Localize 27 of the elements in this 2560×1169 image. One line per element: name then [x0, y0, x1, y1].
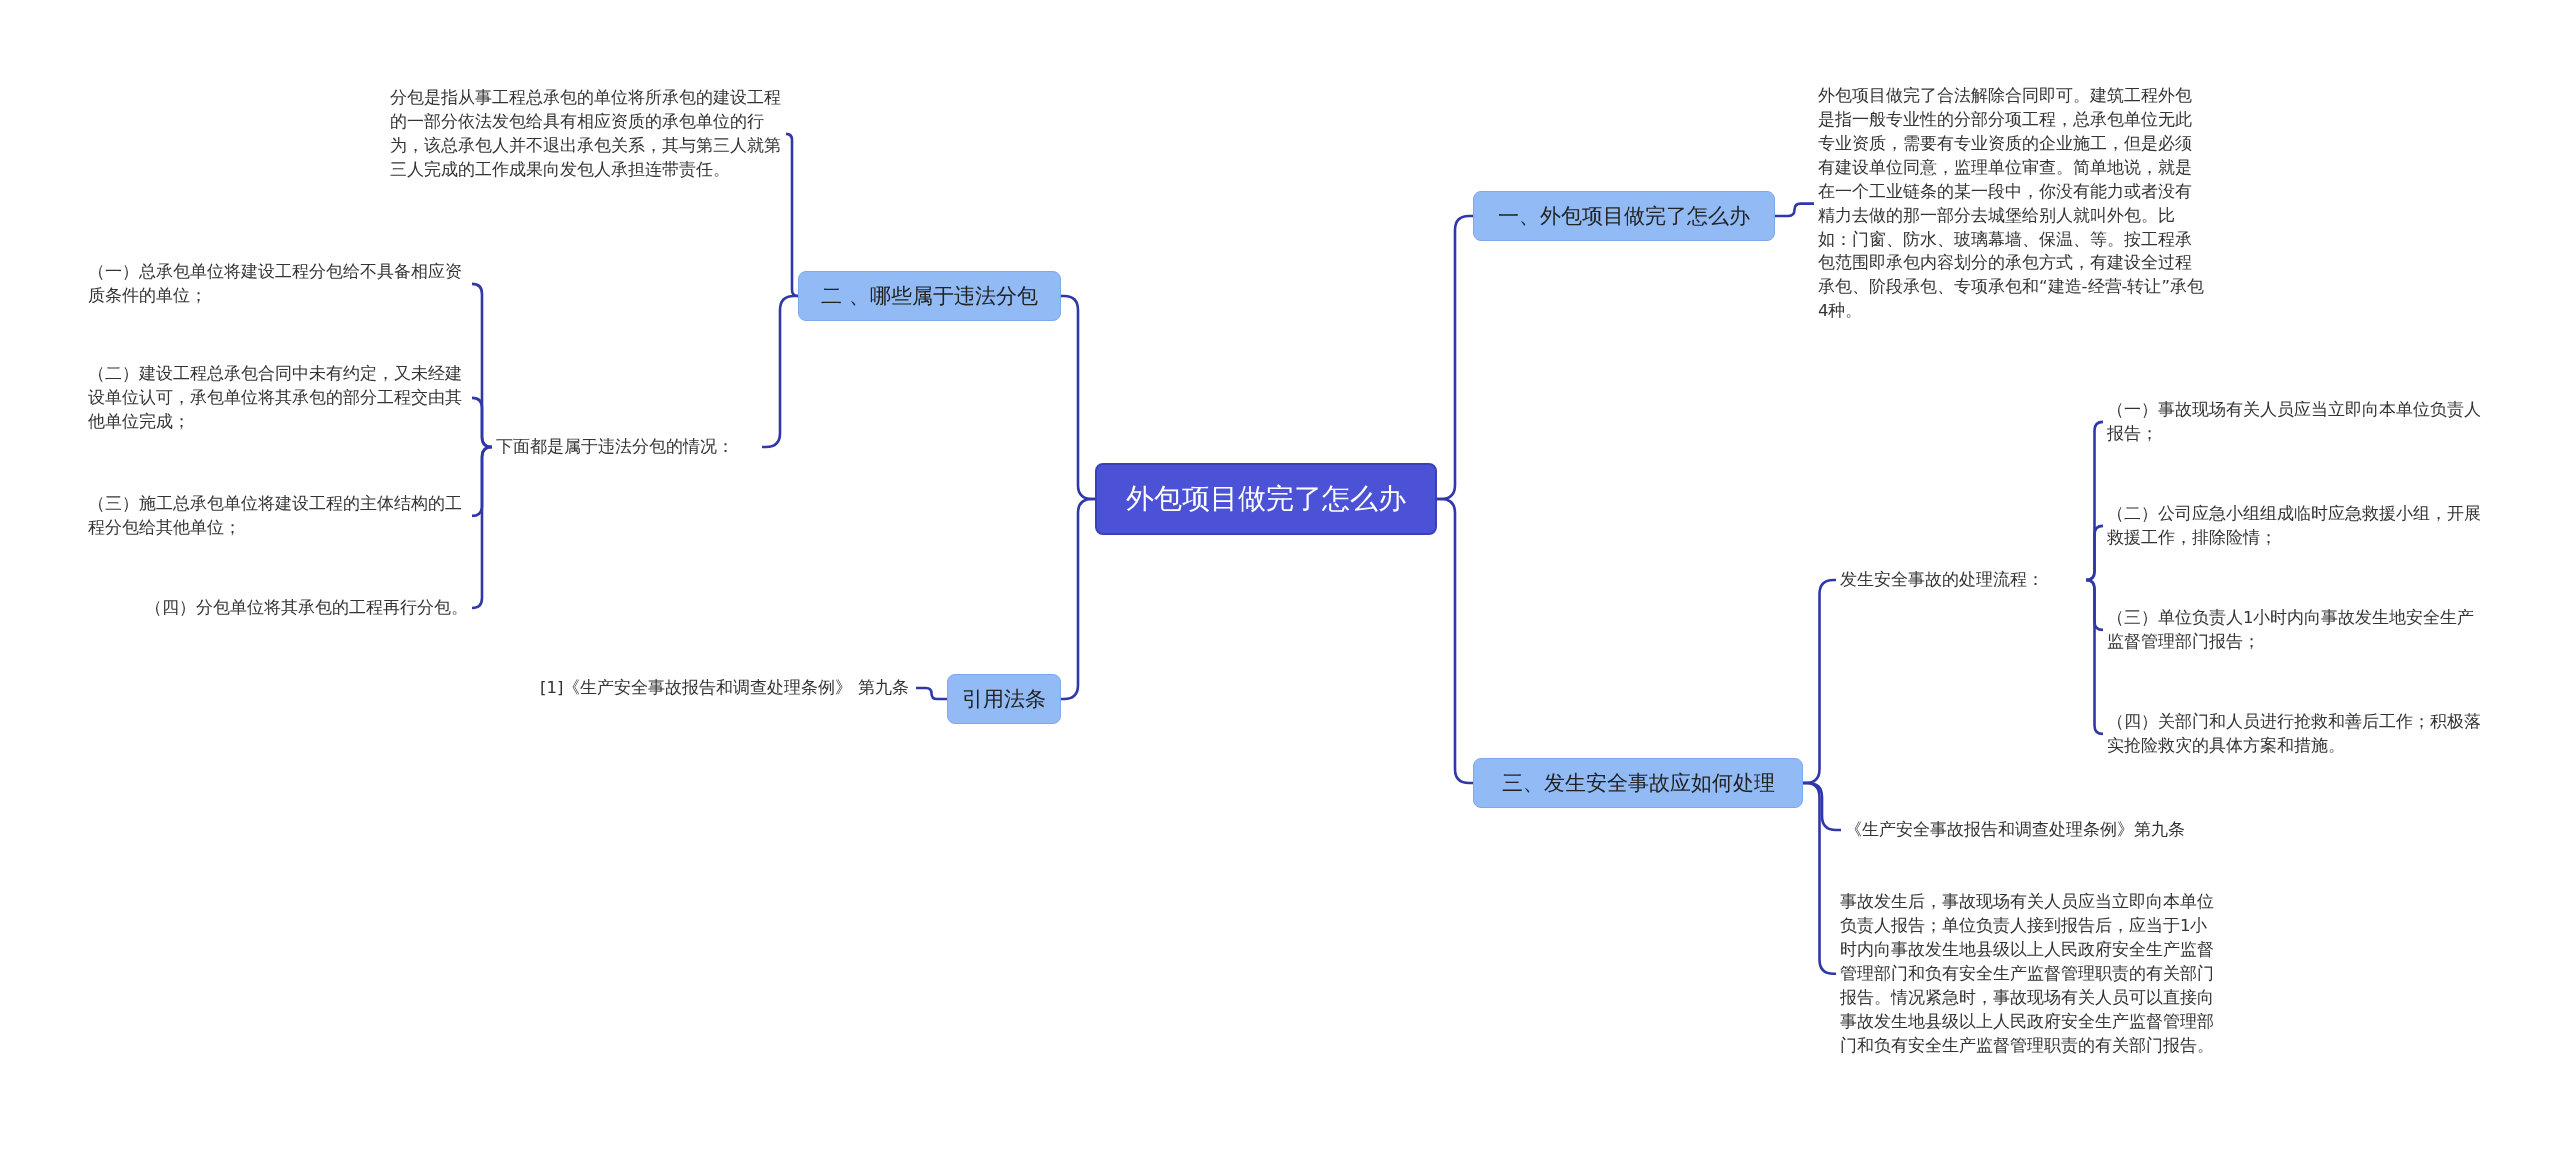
topic-text: 发生安全事故的处理流程：	[1836, 566, 2086, 594]
topic-text: [1]《生产安全事故报告和调查处理条例》 第九条	[536, 674, 916, 702]
topic-box: 一、外包项目做完了怎么办	[1473, 191, 1775, 241]
topic-text: （二）公司应急小组组成临时应急救援小组，开展救援工作，排除险情；	[2103, 500, 2488, 552]
topic-text: 分包是指从事工程总承包的单位将所承包的建设工程的一部分依法发包给具有相应资质的承包单位的行为，该总承包人并不退出承包关系，其与第三人就第三人完成的工作成果向发包人承担连带责任。	[386, 84, 786, 184]
connector-line	[1775, 202, 1814, 218]
topic-box: 引用法条	[947, 674, 1061, 724]
topic-box: 二 、哪些属于违法分包	[798, 271, 1061, 321]
topic-text: （四）关部门和人员进行抢救和善后工作；积极落实抢险救灾的具体方案和措施。	[2103, 708, 2488, 760]
topic-text: （二）建设工程总承包合同中未有约定，又未经建设单位认可，承包单位将其承包的部分工程交由其他单位完成；	[84, 360, 472, 436]
topic-text: （三）施工总承包单位将建设工程的主体结构的工程分包给其他单位；	[84, 490, 472, 542]
central-topic-box: 外包项目做完了怎么办	[1095, 463, 1437, 535]
topic-text: （一）总承包单位将建设工程分包给不具备相应资质条件的单位；	[84, 258, 472, 310]
connector-line	[916, 686, 947, 701]
connector-line	[784, 132, 800, 298]
topic-box: 三、发生安全事故应如何处理	[1473, 758, 1803, 808]
topic-text: （三）单位负责人1小时内向事故发生地安全生产监督管理部门报告；	[2103, 604, 2488, 656]
topic-text: （一）事故现场有关人员应当立即向本单位负责人报告；	[2103, 396, 2488, 448]
connector-line	[2084, 524, 2105, 582]
topic-text: 《生产安全事故报告和调查处理条例》第九条	[1841, 816, 2226, 844]
connector-line	[470, 396, 494, 449]
connector-line	[2084, 578, 2105, 736]
topic-text: 事故发生后，事故现场有关人员应当立即向本单位负责人报告；单位负责人接到报告后，应当于1小时内向事故发生地县级以上人民政府安全生产监督管理部门和负有安全生产监督管理职责的有关部门报告。情况紧急时，事故现场有关人员可以直接向事故发生地县级以上人民政府安全生产监督管理部门和负有安全生产监督管理职责的有关部门报告。	[1836, 888, 2221, 1060]
topic-text: 外包项目做完了合法解除合同即可。建筑工程外包是指一般专业性的分部分项工程，总承包单位无此专业资质，需要有专业资质的企业施工，但是必须有建设单位同意，监理单位审查。简单地说，就是在一个工业链条的某一段中，你没有能力或者没有精力去做的那一部分去城堡给别人就叫外包。比如：门窗、防水、玻璃幕墙、保温、等。按工程承包范围即承包内容划分的承包方式，有建设全过程承包、阶段承包、专项承包和“建造-经营-转让”承包4种。	[1814, 82, 2212, 326]
topic-text: 下面都是属于违法分包的情况：	[492, 433, 762, 461]
topic-text: （四）分包单位将其承包的工程再行分包。	[84, 594, 472, 622]
connector-line	[470, 445, 494, 610]
